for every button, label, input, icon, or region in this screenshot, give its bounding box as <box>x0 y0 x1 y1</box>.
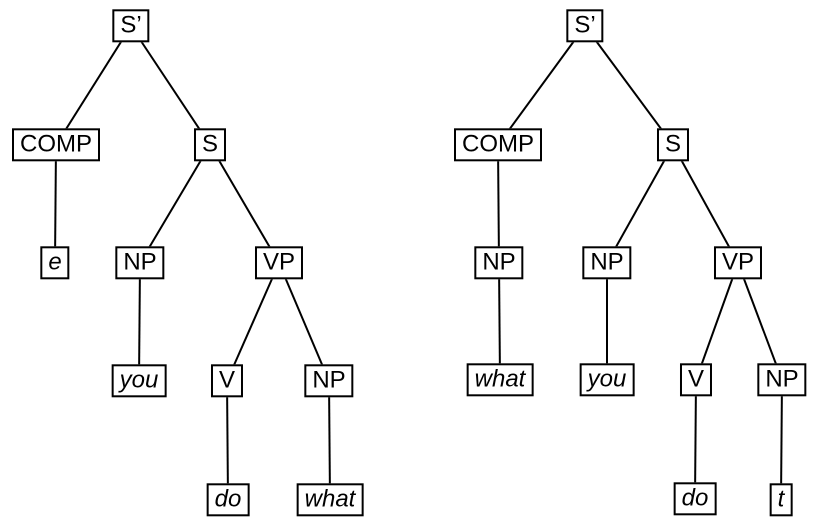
edge-vp-np-right <box>737 262 783 381</box>
node-vp-left: VP <box>254 246 304 280</box>
edge-sbar-comp-right <box>497 25 586 146</box>
node-np-object-right: NP <box>757 363 807 397</box>
node-v-left: V <box>210 364 244 398</box>
edge-v-do-right <box>694 379 697 500</box>
edge-sbar-s-left <box>130 25 211 146</box>
node-what-left: what <box>296 483 364 517</box>
edge-vp-np-left <box>278 262 330 382</box>
node-np-comp-right: NP <box>474 246 524 280</box>
node-np-subject-left: NP <box>115 246 165 280</box>
edge-np-t-right <box>780 379 783 501</box>
edge-comp-e-left <box>54 144 57 264</box>
node-np-subject-right: NP <box>582 246 632 280</box>
node-np-object-left: NP <box>304 364 354 398</box>
edge-v-do-left <box>226 380 229 501</box>
node-do-right: do <box>673 482 717 516</box>
node-do-left: do <box>206 483 250 517</box>
edge-sbar-comp-left <box>55 25 132 146</box>
node-v-right: V <box>679 363 713 397</box>
node-you-left: you <box>111 364 167 398</box>
node-sbar-left: S’ <box>112 9 150 43</box>
node-you-right: you <box>579 363 635 397</box>
edge-s-vp-left <box>209 144 280 264</box>
node-s-left: S <box>193 128 227 162</box>
node-vp-right: VP <box>713 246 763 280</box>
node-e-left: e <box>40 246 70 280</box>
edge-comp-np-right <box>497 144 500 264</box>
edge-vp-v-left <box>226 262 280 382</box>
node-sbar-right: S’ <box>566 9 604 43</box>
node-comp-right: COMP <box>454 128 542 162</box>
edge-np-what-right <box>498 262 501 381</box>
edge-s-np-right <box>606 144 674 264</box>
edge-np-what-left <box>328 380 331 501</box>
node-what-right: what <box>466 363 534 397</box>
edge-np-you-left <box>138 262 141 382</box>
edge-s-np-left <box>139 144 211 264</box>
edge-s-vp-right <box>672 144 739 264</box>
edge-vp-v-right <box>695 262 739 381</box>
node-s-right: S <box>656 128 690 162</box>
node-t-right: t <box>769 483 793 517</box>
node-comp-left: COMP <box>12 128 100 162</box>
edge-sbar-s-right <box>584 25 674 146</box>
